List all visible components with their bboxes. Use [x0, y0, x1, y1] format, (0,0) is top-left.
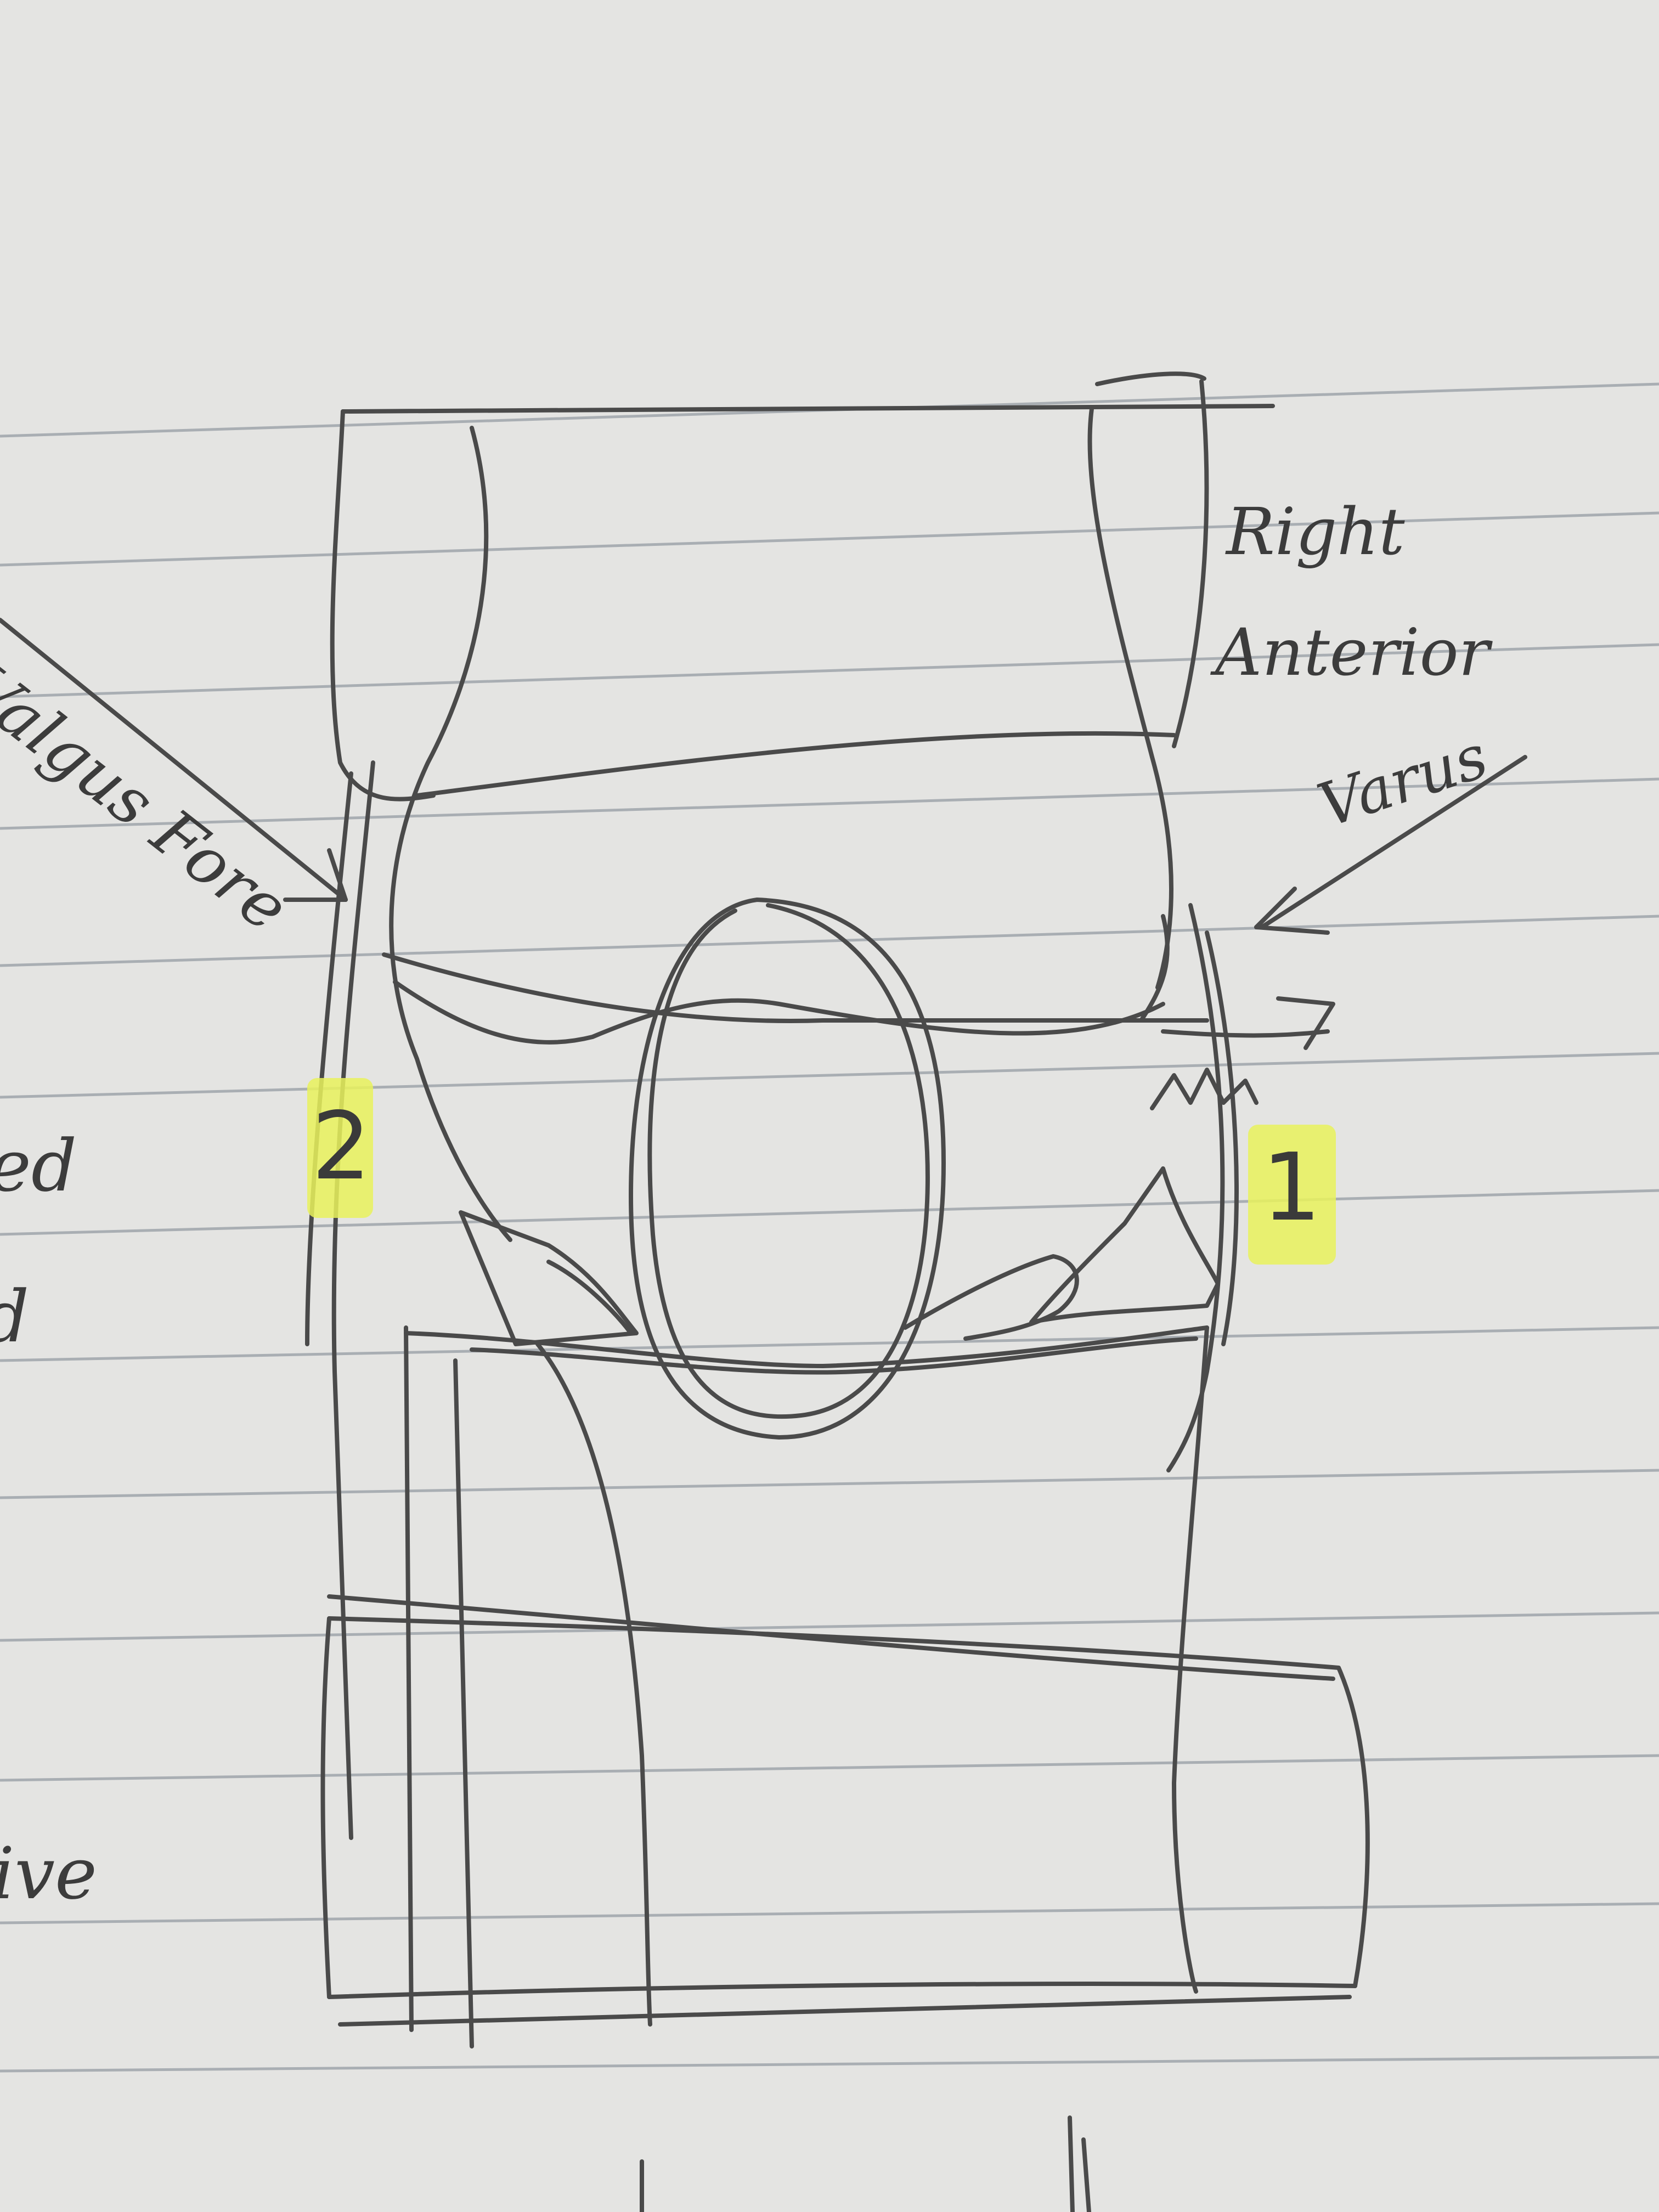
- ruled-lines: [0, 382, 1659, 2073]
- marker-one-label: 1: [1262, 1133, 1322, 1242]
- margin-fragment-d: d: [0, 1281, 29, 1352]
- view-label-anterior: Anterior: [1215, 614, 1490, 690]
- highlight-marker-one: [1248, 1125, 1336, 1265]
- margin-fragment-ed: ed: [0, 1124, 77, 1207]
- marker-two-label: 2: [312, 1092, 371, 1201]
- pencil-drawing: [0, 371, 1527, 2212]
- margin-fragment-ive: ive: [0, 1832, 97, 1915]
- highlight-marker-two: [307, 1078, 373, 1218]
- view-label-right: Right: [1226, 494, 1405, 569]
